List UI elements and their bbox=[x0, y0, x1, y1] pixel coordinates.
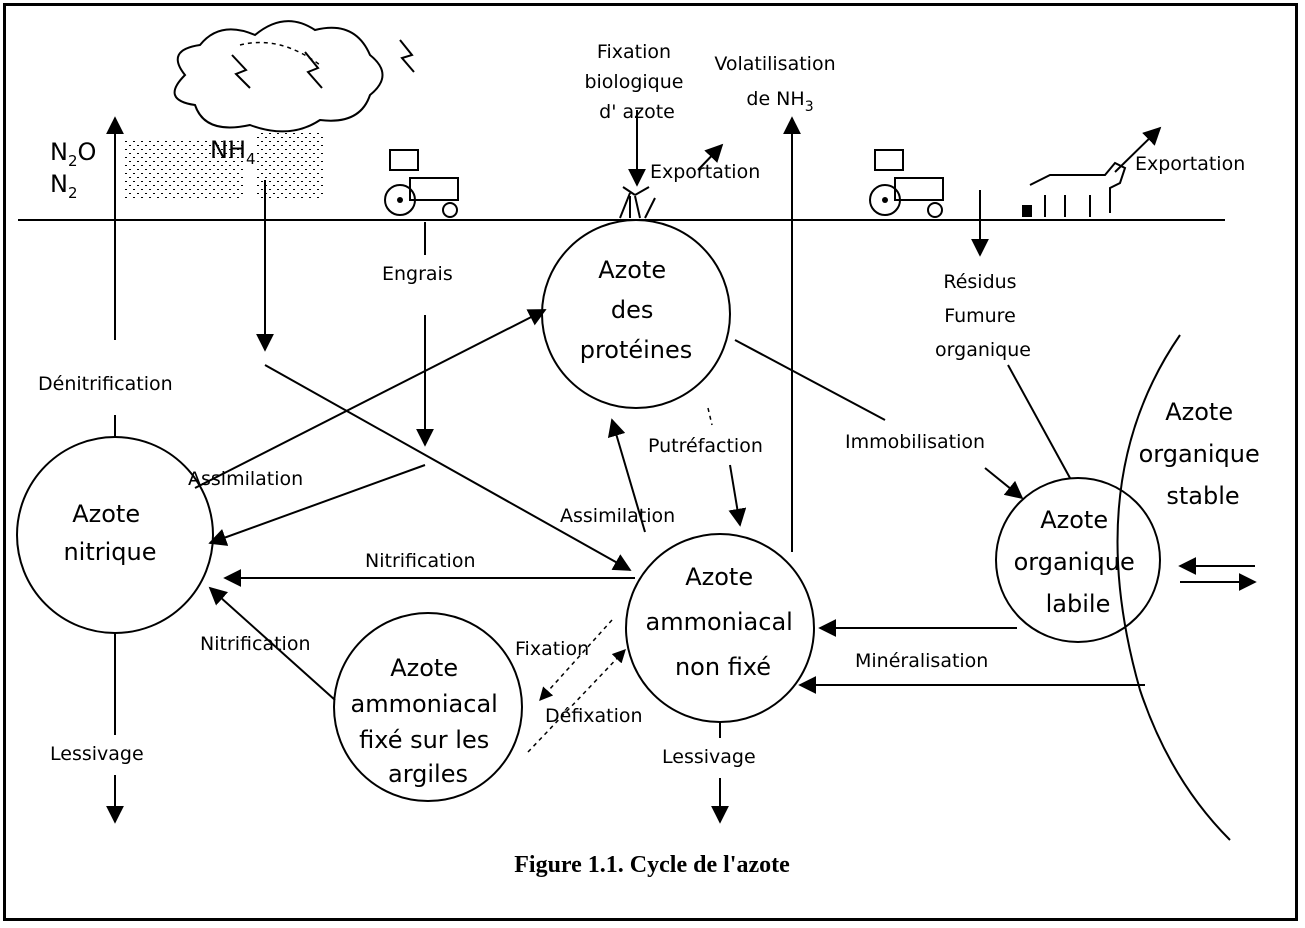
pool-nitrique-label: Azote nitrique bbox=[63, 500, 156, 566]
pool-azote-nitrique bbox=[16, 436, 214, 634]
arrow-assimilation-center bbox=[607, 418, 646, 533]
arrow-nitrification-bottom bbox=[208, 586, 336, 701]
rain-right-icon bbox=[255, 130, 325, 200]
tractor-icon-2 bbox=[869, 149, 944, 218]
lightning-icon-3 bbox=[399, 39, 415, 73]
defixation-label: Défixation bbox=[545, 705, 643, 727]
assimilation-center-label: Assimilation bbox=[560, 505, 675, 527]
cow-icon bbox=[1022, 161, 1127, 217]
pool-azote-ammoniacal-fixe bbox=[333, 612, 523, 802]
arrow-immobilisation bbox=[984, 467, 1024, 500]
volatilisation-label: Volatilisation de NH3 bbox=[714, 53, 841, 115]
exportation-label-2: Exportation bbox=[1135, 153, 1245, 175]
immobilisation-label: Immobilisation bbox=[845, 431, 985, 453]
arrow-defixation bbox=[527, 649, 626, 753]
tractor-icon-1 bbox=[384, 149, 459, 218]
lightning-icon-2 bbox=[304, 51, 323, 89]
n2o-label: N2O bbox=[50, 138, 96, 170]
arrow-nh4-to-ammoniacal bbox=[264, 364, 632, 571]
nitrification-bottom-label: Nitrification bbox=[200, 633, 310, 655]
arrow-engrais-to-nitrique bbox=[208, 464, 426, 546]
figure-caption: Figure 1.1. Cycle de l'azote bbox=[514, 852, 790, 878]
denitrification-label: Dénitrification bbox=[38, 373, 173, 395]
stable-pool-arc bbox=[1116, 334, 1231, 841]
fixation-label: Fixation bbox=[515, 638, 589, 660]
link-immobilisation bbox=[734, 339, 886, 421]
assimilation-left-label: Assimilation bbox=[188, 468, 303, 490]
exportation-label-1: Exportation bbox=[650, 161, 760, 183]
arrow-exportation-1 bbox=[697, 143, 724, 171]
mineralisation-label: Minéralisation bbox=[855, 650, 988, 672]
engrais-label: Engrais bbox=[382, 263, 453, 285]
pool-ammoniacal-fixe-label: Azote ammoniacal fixé sur les argiles bbox=[351, 654, 506, 788]
arrow-fixation bbox=[539, 619, 613, 702]
arrow-putrefaction bbox=[728, 464, 747, 527]
pool-ammoniacal-non-fixe-label: Azote ammoniacal non fixé bbox=[646, 563, 801, 681]
plant-icon bbox=[619, 186, 656, 219]
lessivage-center-label: Lessivage bbox=[662, 746, 756, 768]
cloud-icon bbox=[173, 20, 384, 133]
pool-proteines-label: Azote des protéines bbox=[580, 256, 693, 364]
n2-label: N2 bbox=[50, 170, 78, 202]
pool-organique-labile-label: Azote organique labile bbox=[1014, 506, 1143, 618]
putrefaction-label: Putréfaction bbox=[648, 435, 763, 457]
rain-left-icon bbox=[125, 140, 245, 200]
nitrification-top-label: Nitrification bbox=[365, 550, 475, 572]
residus-label: Résidus Fumure organique bbox=[935, 271, 1031, 361]
arrow-assimilation-left bbox=[194, 309, 547, 489]
lessivage-left-label: Lessivage bbox=[50, 743, 144, 765]
pool-organique-stable-label: Azote organique stable bbox=[1139, 398, 1268, 510]
link-putrefaction-top bbox=[707, 407, 713, 426]
fixation-biologique-label: Fixation biologique d' azote bbox=[584, 41, 689, 123]
arrow-exportation-2 bbox=[1114, 126, 1162, 173]
link-residus-to-labile bbox=[1007, 364, 1071, 479]
lightning-icon-1 bbox=[231, 54, 251, 89]
nh4-label: NH4 bbox=[210, 136, 256, 168]
figure-frame bbox=[3, 3, 1298, 921]
